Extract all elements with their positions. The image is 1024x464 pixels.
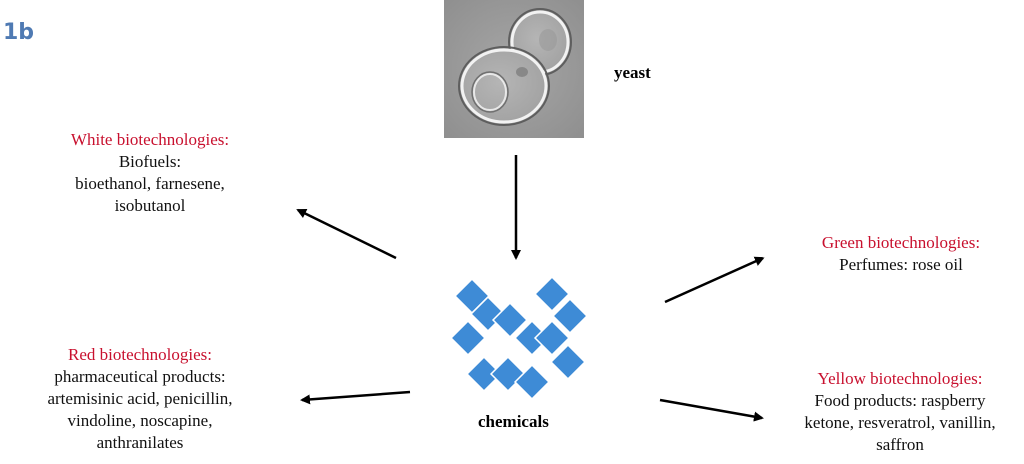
chemicals-icon [449, 275, 589, 401]
yeast-label: yeast [614, 63, 651, 82]
green-biotech-heading: Green biotechnologies: [821, 233, 981, 252]
red-biotech-line: anthranilates [96, 433, 184, 452]
arrow-to-yellow [659, 398, 764, 422]
diamond-10 [465, 355, 503, 393]
red-biotech-line: vindoline, noscapine, [67, 411, 213, 430]
figure-label: 1b [3, 20, 35, 45]
diamond-12 [513, 363, 551, 401]
white-biotech-block: White biotechnologies: Biofuels: bioetha… [30, 129, 270, 217]
yellow-biotech-line: saffron [876, 435, 924, 454]
diamond-7 [513, 319, 551, 357]
arrow-to-red [300, 390, 411, 405]
red-biotech-line: pharmaceutical products: [54, 367, 226, 386]
red-biotech-heading: Red biotechnologies: [67, 345, 212, 364]
diamond-4 [449, 319, 487, 357]
yellow-biotech-block: Yellow biotechnologies: Food products: r… [780, 368, 1020, 456]
red-biotech-block: Red biotechnologies: pharmaceutical prod… [10, 344, 270, 454]
diamond-8 [533, 319, 571, 357]
green-biotech-line: Perfumes: rose oil [839, 255, 963, 274]
yellow-biotech-line: Food products: raspberry [814, 391, 986, 410]
yellow-biotech-line: ketone, resveratrol, vanillin, [804, 413, 996, 432]
white-biotech-line: bioethanol, farnesene, [75, 174, 225, 193]
diamond-6 [551, 297, 589, 335]
green-biotech-block: Green biotechnologies: Perfumes: rose oi… [784, 232, 1018, 276]
chemicals-label: chemicals [478, 412, 549, 431]
white-biotech-line: Biofuels: [118, 152, 182, 171]
arrow-to-white [296, 208, 397, 260]
yeast-image [444, 0, 584, 138]
yellow-biotech-heading: Yellow biotechnologies: [817, 369, 983, 388]
diamond-5 [533, 275, 571, 313]
arrow-to-green [664, 256, 765, 304]
diamond-3 [491, 301, 529, 339]
white-biotech-line: isobutanol [114, 196, 186, 215]
diamond-9 [549, 343, 587, 381]
white-biotech-heading: White biotechnologies: [70, 130, 230, 149]
red-biotech-line: artemisinic acid, penicillin, [47, 389, 233, 408]
